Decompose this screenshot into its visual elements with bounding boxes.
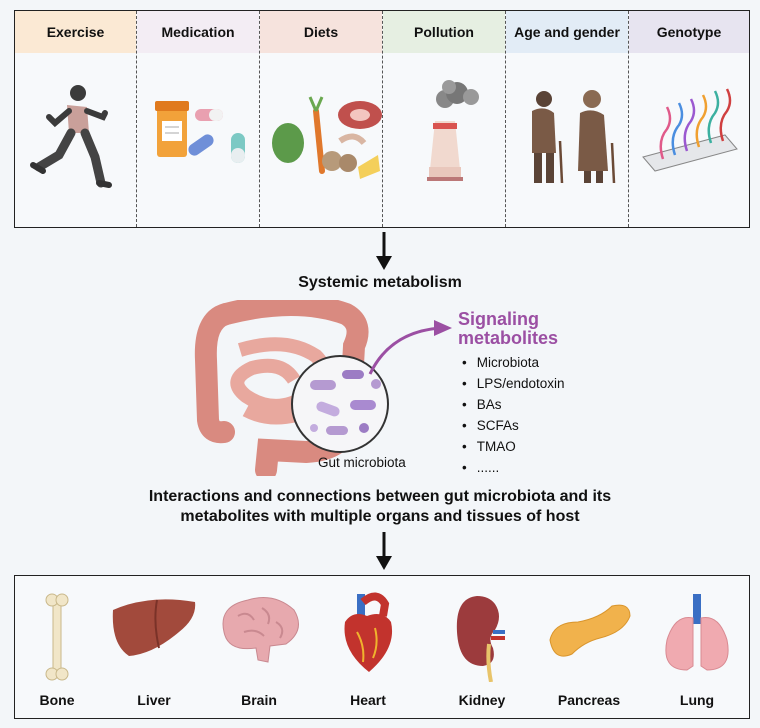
organ-label: Pancreas (557, 692, 621, 708)
heart-icon (344, 592, 393, 672)
factor-label: Medication (137, 11, 259, 53)
factor-exercise: Exercise (15, 11, 137, 227)
runner-icon (30, 85, 112, 188)
organ-brain: Brain (209, 584, 309, 714)
organ-bone: Bone (7, 584, 107, 714)
organ-label: Brain (241, 692, 277, 708)
factor-label: Diets (260, 11, 382, 53)
organ-label: Lung (679, 692, 715, 708)
factor-medication: Medication (137, 11, 260, 227)
kidney-icon (456, 596, 505, 682)
factors-panel: Exercise Medication Diets (14, 10, 750, 228)
signaling-title-line1: Signaling (458, 309, 539, 329)
brain-icon (222, 597, 299, 663)
arrow-down-icon (376, 532, 392, 570)
organ-liver: Liver (104, 584, 204, 714)
organ-label: Kidney (458, 692, 506, 708)
organ-label: Bone (39, 692, 75, 708)
organ-kidney: Kidney (432, 584, 532, 714)
organ-lung: Lung (647, 584, 747, 714)
organ-pancreas: Pancreas (539, 584, 639, 714)
factor-label: Genotype (629, 11, 749, 53)
organs-panel: Bone Liver Brain Heart Kidney (14, 575, 750, 719)
factor-age-gender: Age and gender (506, 11, 629, 227)
list-item: TMAO (462, 436, 565, 457)
curved-arrow-icon (368, 320, 452, 375)
pills-icon (155, 101, 245, 163)
factor-diets: Diets (260, 11, 383, 227)
lung-icon (665, 594, 729, 671)
arrow-down-icon (376, 232, 392, 270)
factor-label: Age and gender (506, 11, 628, 53)
factor-pollution: Pollution (383, 11, 506, 227)
pancreas-icon (549, 604, 631, 657)
list-item: LPS/endotoxin (462, 373, 565, 394)
organ-label: Liver (137, 692, 171, 708)
list-item: Microbiota (462, 352, 565, 373)
interaction-line2: metabolites with multiple organs and tis… (180, 508, 580, 525)
factor-label: Exercise (15, 11, 136, 53)
interaction-line1: Interactions and connections between gut… (148, 488, 612, 505)
elderly-couple-icon (532, 90, 616, 184)
factory-smoke-icon (427, 80, 479, 181)
interaction-statement: Interactions and connections between gut… (0, 487, 760, 527)
bone-icon (45, 593, 69, 681)
signaling-title-line2: metabolites (458, 328, 559, 348)
signaling-metabolites-title: Signaling metabolites (458, 310, 558, 348)
gut-microbiota-label: Gut microbiota (318, 455, 406, 470)
list-item: ...... (462, 457, 565, 478)
factor-label: Pollution (383, 11, 505, 53)
list-item: BAs (462, 394, 565, 415)
liver-icon (112, 599, 196, 656)
intestine-icon (194, 300, 389, 476)
systemic-metabolism-heading: Systemic metabolism (298, 274, 462, 291)
dna-chip-icon (642, 88, 738, 172)
organ-label: Heart (350, 692, 386, 708)
organ-heart: Heart (318, 584, 418, 714)
factor-genotype: Genotype (629, 11, 749, 227)
metabolite-list: Microbiota LPS/endotoxin BAs SCFAs TMAO … (462, 352, 565, 478)
food-icon (272, 96, 382, 179)
list-item: SCFAs (462, 415, 565, 436)
